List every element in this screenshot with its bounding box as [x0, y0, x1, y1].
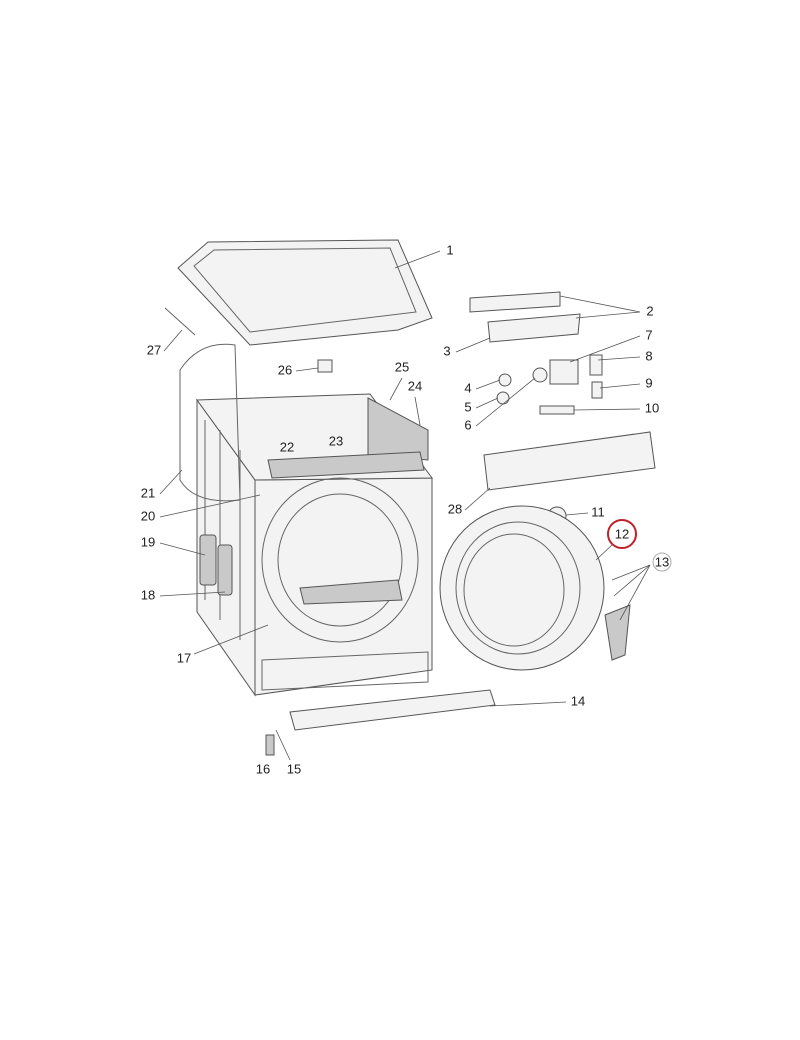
part-foot	[265, 734, 275, 756]
label-6: 6	[464, 417, 471, 432]
label-23: 23	[329, 433, 343, 448]
label-19: 19	[141, 534, 155, 549]
label-22: 22	[280, 439, 294, 454]
part-hinge	[199, 534, 217, 586]
part-cabinet	[196, 393, 433, 697]
label-13: 13	[655, 554, 669, 569]
part-front-panel	[483, 431, 656, 491]
label-8: 8	[645, 348, 652, 363]
leader-lines	[159, 250, 651, 761]
part-door	[439, 505, 605, 671]
label-14: 14	[571, 693, 585, 708]
highlight-circle	[607, 519, 637, 549]
label-9: 9	[645, 375, 652, 390]
label-7: 7	[645, 327, 652, 342]
label-5: 5	[464, 399, 471, 414]
part-plinth	[289, 689, 496, 731]
label-21: 21	[141, 485, 155, 500]
label-16: 16	[256, 761, 270, 776]
part-hose	[164, 307, 196, 336]
part-control-boards	[317, 291, 603, 415]
label-10: 10	[645, 400, 659, 415]
label-24: 24	[408, 378, 422, 393]
part-top-cover	[177, 239, 433, 346]
part-rear-panel	[179, 343, 241, 502]
label-12: 12	[615, 526, 629, 541]
part-labels: 1 2 3 4 5 6 7 8 9 10 11 12 13 14 15 16 1…	[141, 242, 672, 776]
label-2: 2	[646, 303, 653, 318]
label-15: 15	[287, 761, 301, 776]
label-13-circle	[652, 552, 672, 572]
label-3: 3	[443, 343, 450, 358]
label-18: 18	[141, 587, 155, 602]
label-25: 25	[395, 359, 409, 374]
label-11: 11	[591, 504, 605, 519]
label-26: 26	[278, 362, 292, 377]
label-4: 4	[464, 380, 471, 395]
part-door-handle	[604, 604, 631, 661]
part-latch	[217, 544, 233, 596]
label-1: 1	[446, 242, 453, 257]
label-20: 20	[141, 508, 155, 523]
label-17: 17	[177, 650, 191, 665]
label-28: 28	[448, 501, 462, 516]
label-27: 27	[147, 342, 161, 357]
